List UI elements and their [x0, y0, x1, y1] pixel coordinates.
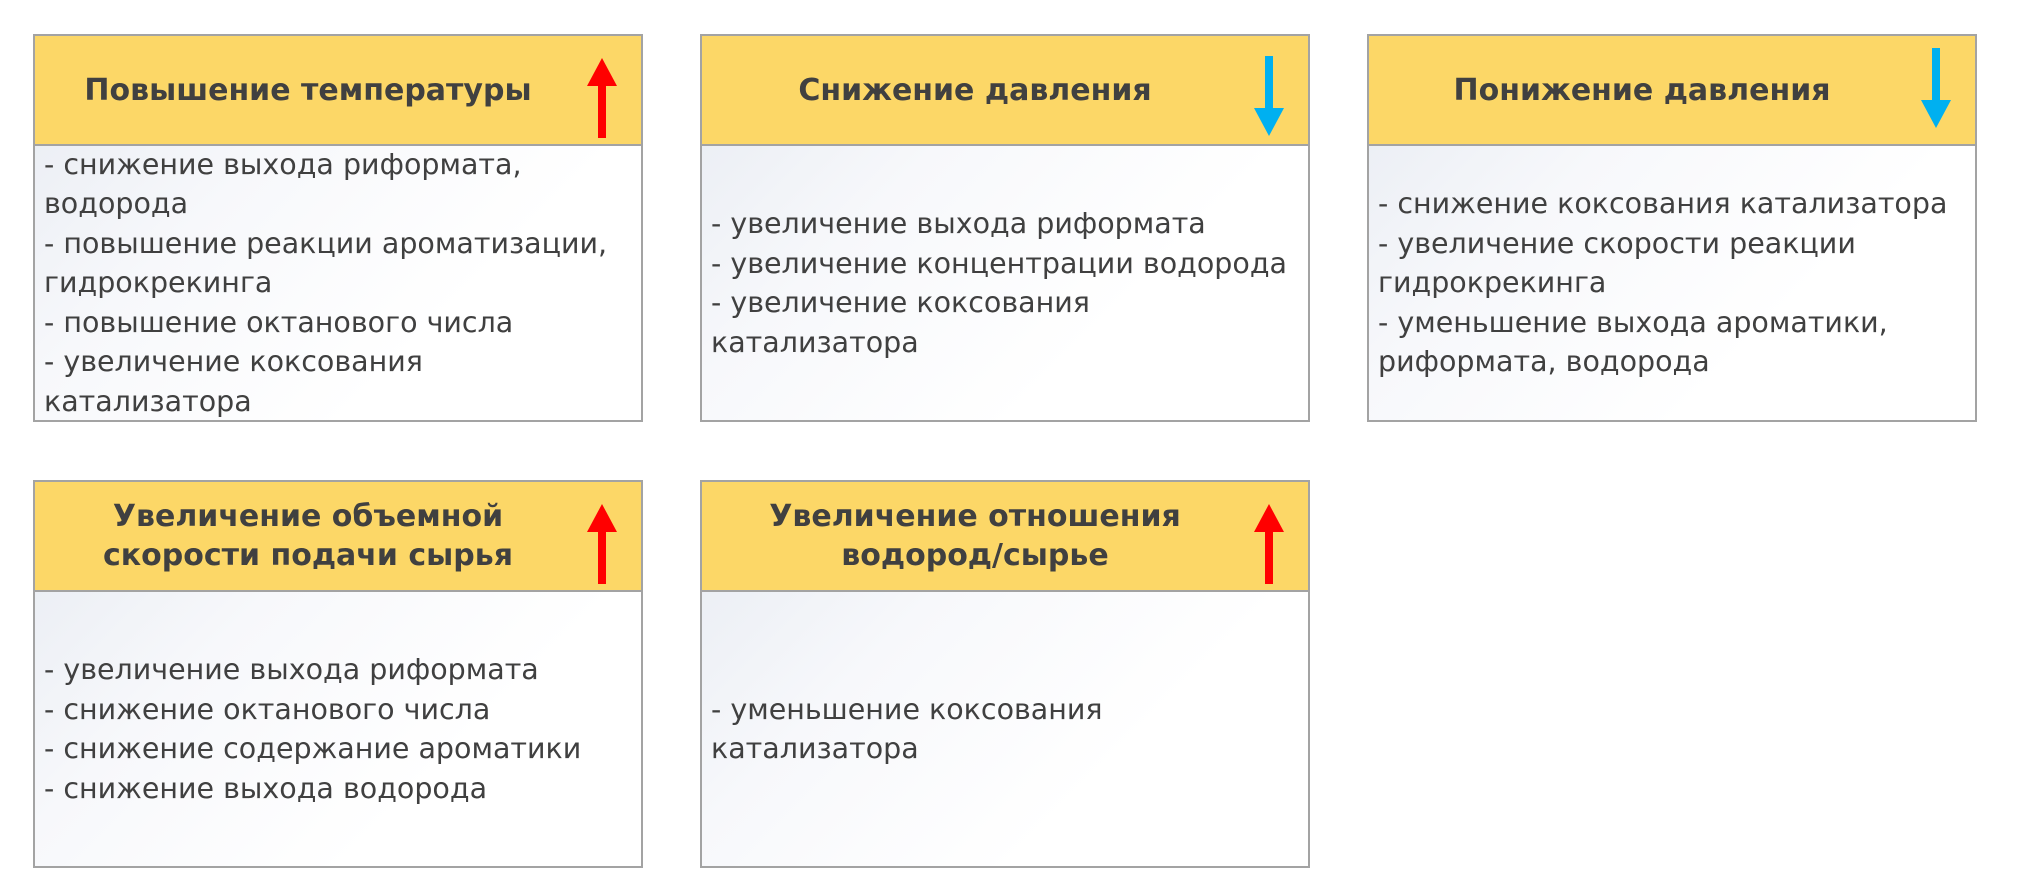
up-arrow-icon [587, 504, 617, 584]
card-hydrogen-ratio-increase: Увеличение отношения водород/сырье - уме… [700, 480, 1310, 868]
card-pressure-decrease: Снижение давления - увеличение выхода ри… [700, 34, 1310, 422]
list-item: - увеличение скорости реакции [1378, 226, 1856, 260]
effects-list: - увеличение выхода риформата - снижение… [44, 650, 581, 808]
card-header: Увеличение объемной скорости подачи сырь… [35, 482, 641, 592]
card-header: Увеличение отношения водород/сырье [702, 482, 1308, 592]
card-header: Снижение давления [702, 36, 1308, 146]
card-body: - увеличение выхода риформата - снижение… [44, 592, 635, 866]
card-space-velocity-increase: Увеличение объемной скорости подачи сырь… [33, 480, 643, 868]
card-body: - уменьшение коксования катализатора [711, 592, 1302, 866]
list-item: катализатора [711, 732, 919, 765]
card-pressure-lowering: Понижение давления - снижение коксования… [1367, 34, 1977, 422]
list-item: гидрокрекинга [44, 266, 273, 300]
list-item: - снижение коксования катализатора [1378, 187, 1948, 221]
list-item: - увеличение коксования [711, 286, 1090, 319]
down-arrow-icon [1921, 48, 1951, 128]
card-title: Увеличение отношения водород/сырье [769, 499, 1181, 573]
card-body: - снижение коксования катализатора - уве… [1378, 146, 1969, 420]
down-arrow-icon [1254, 56, 1284, 136]
list-item: гидрокрекинга [1378, 266, 1607, 300]
list-item: - увеличение коксования [44, 345, 423, 379]
list-item: - снижение содержание ароматики [44, 732, 582, 765]
effects-list: - снижение выхода риформата, водорода - … [44, 145, 607, 422]
up-arrow-icon [587, 58, 617, 138]
list-item: - снижение октанового числа [44, 692, 491, 726]
card-title: Увеличение объемной скорости подачи сырь… [103, 499, 513, 573]
effects-list: - уменьшение коксования катализатора [711, 690, 1103, 769]
card-body: - увеличение выхода риформата - увеличен… [711, 146, 1302, 420]
list-item: - уменьшение коксования [711, 692, 1103, 726]
card-temperature-increase: Повышение температуры - снижение выхода … [33, 34, 643, 422]
list-item: - повышение реакции ароматизации, [44, 226, 608, 260]
list-item: - увеличение выхода риформата [711, 207, 1206, 240]
card-header: Понижение давления [1369, 36, 1975, 146]
effects-list: - увеличение выхода риформата - увеличен… [711, 204, 1287, 362]
list-item: риформата, водорода [1378, 345, 1710, 379]
up-arrow-icon [1254, 504, 1284, 584]
card-body: - снижение выхода риформата, водорода - … [44, 146, 635, 420]
card-title: Снижение давления [798, 72, 1152, 108]
list-item: - увеличение концентрации водорода [711, 246, 1287, 280]
card-title: Повышение температуры [84, 72, 532, 108]
effects-list: - снижение коксования катализатора - уве… [1378, 184, 1947, 382]
list-item: - повышение октанового числа [44, 305, 514, 339]
list-item: катализатора [711, 325, 919, 359]
list-item: - снижение выхода риформата, [44, 147, 522, 181]
list-item: - снижение выхода водорода [44, 771, 488, 805]
card-title: Понижение давления [1453, 72, 1831, 108]
list-item: - уменьшение выхода ароматики, [1378, 305, 1888, 339]
list-item: - увеличение выхода риформата [44, 653, 539, 686]
list-item: катализатора [44, 384, 252, 418]
list-item: водорода [44, 187, 189, 221]
card-header: Повышение температуры [35, 36, 641, 146]
